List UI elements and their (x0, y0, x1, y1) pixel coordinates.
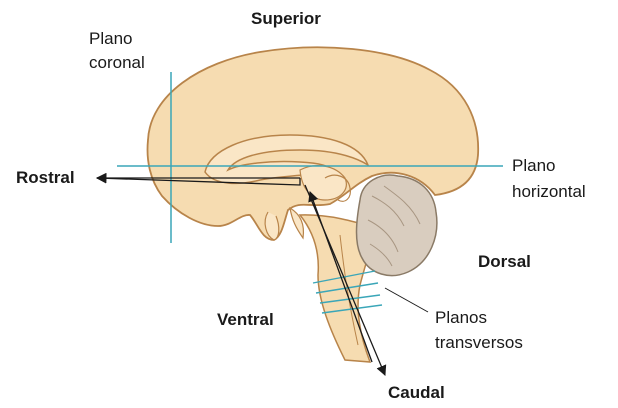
label-ventral: Ventral (217, 310, 274, 329)
label-dorsal: Dorsal (478, 252, 531, 271)
label-plano-coronal-line2: coronal (89, 53, 145, 72)
label-plano-horizontal-line1: Plano (512, 156, 555, 175)
hippocampal-area (290, 208, 303, 238)
planos-transversos-leader (385, 288, 428, 312)
label-plano-coronal-line1: Plano (89, 29, 132, 48)
label-planos-transversos-line2: transversos (435, 333, 523, 352)
label-superior: Superior (251, 9, 321, 28)
cerebellum (357, 175, 437, 275)
label-planos-transversos-line1: Planos (435, 308, 487, 327)
label-plano-horizontal-line2: horizontal (512, 182, 586, 201)
label-caudal: Caudal (388, 383, 445, 402)
label-rostral: Rostral (16, 168, 75, 187)
